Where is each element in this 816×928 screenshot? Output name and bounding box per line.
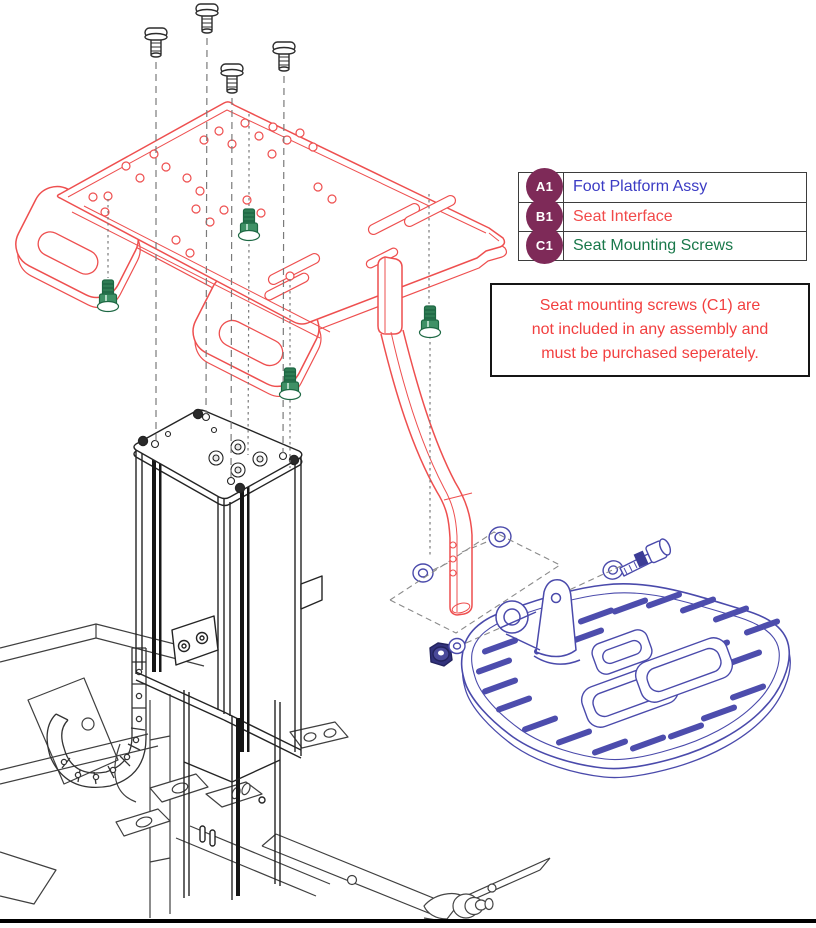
- page-bottom-rule: [0, 919, 816, 923]
- assembly-screw: [144, 27, 168, 58]
- base-frame: [0, 623, 551, 918]
- legend-row-a1: A1 Foot Platform Assy: [519, 168, 806, 205]
- caster-stem-part: [423, 893, 494, 922]
- seat-interface: [15, 101, 508, 616]
- mounting-screw: [278, 367, 302, 401]
- legend-label-a1: Foot Platform Assy: [573, 178, 708, 195]
- alignment-dashed-lines: [388, 531, 622, 644]
- grip-slots: [475, 591, 781, 756]
- plate-holes: [88, 118, 337, 281]
- note-line: must be purchased seperately.: [541, 345, 759, 362]
- note-line: not included in any assembly and: [531, 321, 769, 338]
- seat-mounting-screws: [96, 208, 442, 401]
- legend-row-c1: C1 Seat Mounting Screws: [519, 227, 806, 264]
- note-line: Seat mounting screws (C1) are: [539, 297, 761, 314]
- parts-legend: A1 Foot Platform Assy B1 Seat Interface …: [518, 168, 807, 264]
- legend-row-b1: B1 Seat Interface: [519, 198, 806, 235]
- legend-label-b1: Seat Interface: [573, 208, 673, 225]
- mounting-screw: [96, 279, 120, 313]
- mounting-screw: [237, 208, 261, 242]
- part-badge-c1: C1: [526, 227, 563, 264]
- platform-mount-arm: [377, 256, 473, 616]
- assembly-screws: [144, 3, 296, 94]
- assembly-screw: [195, 3, 219, 34]
- legend-label-c1: Seat Mounting Screws: [573, 237, 734, 254]
- note-box: Seat mounting screws (C1) are not includ…: [490, 283, 810, 377]
- hinge-bracket: [495, 579, 581, 665]
- lift-column: [133, 408, 323, 900]
- assembly-screw: [272, 41, 296, 72]
- platform-cutouts: [580, 629, 734, 728]
- cable-chain: [46, 647, 147, 788]
- foot-platform-assembly: [412, 526, 791, 779]
- assembly-screw: [220, 63, 244, 94]
- legend-key-cell: C1: [519, 227, 564, 264]
- mounting-screw: [418, 305, 442, 339]
